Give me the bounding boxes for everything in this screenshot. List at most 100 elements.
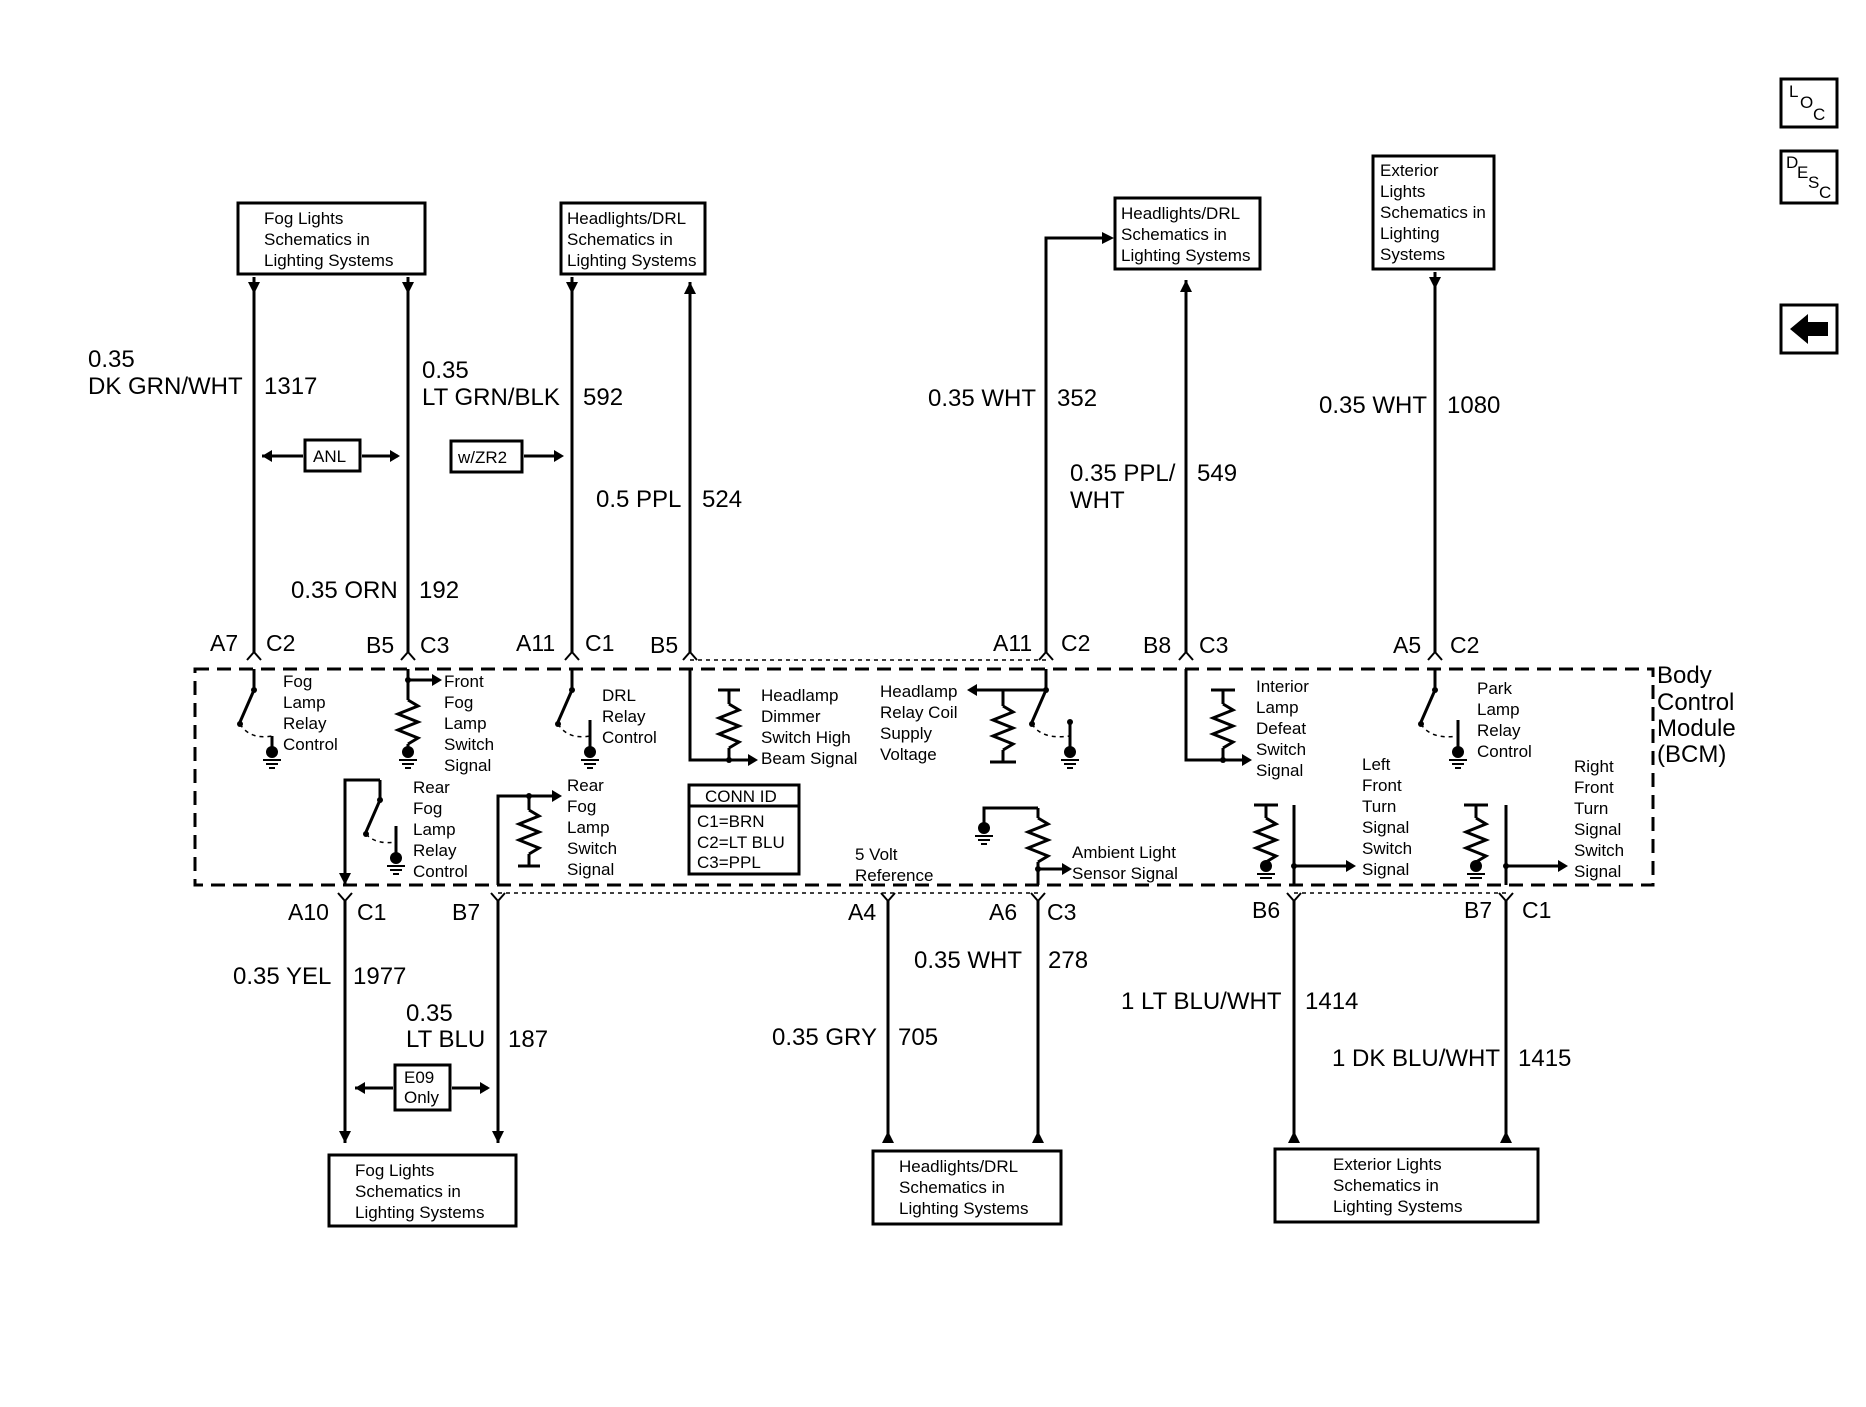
svg-text:w/ZR2: w/ZR2	[457, 448, 507, 467]
conn-id-table: CONN ID C1=BRN C2=LT BLU C3=PPL	[687, 783, 801, 876]
svg-text:Headlights/DRL: Headlights/DRL	[899, 1157, 1018, 1176]
svg-text:Only: Only	[404, 1088, 439, 1107]
top-ref-fog-lights[interactable]: Fog Lights Schematics in Lighting System…	[236, 201, 427, 276]
svg-text:1977: 1977	[353, 963, 406, 990]
wzr2-option: w/ZR2	[449, 439, 564, 474]
wire-192-label: 0.35 ORN 192	[291, 577, 459, 604]
svg-text:C2: C2	[1061, 630, 1090, 656]
loc-button[interactable]: L O C	[1779, 77, 1839, 129]
svg-text:1415: 1415	[1518, 1045, 1571, 1072]
svg-text:Fog: Fog	[283, 672, 312, 691]
svg-text:E09: E09	[404, 1068, 434, 1087]
svg-text:D: D	[1786, 153, 1798, 172]
top-connector-marks	[246, 650, 1443, 661]
top-pin-labels: A7 C2 B5 C3 A11 C1 B5 A11 C2 B8 C3 A5 C2	[210, 630, 1479, 658]
svg-text:Headlights/DRL: Headlights/DRL	[1121, 204, 1240, 223]
svg-text:Schematics in: Schematics in	[1333, 1176, 1439, 1195]
svg-text:Exterior Lights: Exterior Lights	[1333, 1155, 1442, 1174]
svg-text:E: E	[1797, 163, 1808, 182]
svg-text:Schematics in: Schematics in	[264, 230, 370, 249]
svg-text:C3: C3	[1047, 899, 1076, 925]
drl-relay-switch	[555, 669, 599, 769]
headlamp-dimmer-label: Headlamp Dimmer Switch High Beam Signal	[761, 686, 857, 768]
headlamp-relay-coil-circuit	[967, 669, 1079, 769]
svg-text:Switch: Switch	[1256, 740, 1306, 759]
anl-option: ANL	[262, 438, 400, 473]
svg-text:Headlamp: Headlamp	[880, 682, 958, 701]
svg-text:187: 187	[508, 1026, 548, 1053]
bcm-module-boundary	[193, 667, 1655, 887]
wire-705-label: 0.35 GRY 705	[772, 1024, 938, 1051]
svg-text:B7: B7	[1464, 897, 1492, 923]
svg-text:C3: C3	[1199, 632, 1228, 658]
svg-text:Relay: Relay	[413, 841, 457, 860]
svg-text:C1: C1	[357, 899, 386, 925]
svg-text:352: 352	[1057, 385, 1097, 412]
bottom-ref-fog-lights[interactable]: Fog Lights Schematics in Lighting System…	[327, 1153, 518, 1228]
svg-text:C2=LT BLU: C2=LT BLU	[697, 833, 785, 852]
svg-text:Signal: Signal	[1362, 818, 1409, 837]
svg-text:Front: Front	[444, 672, 484, 691]
svg-text:Rear: Rear	[413, 778, 450, 797]
svg-text:Turn: Turn	[1362, 797, 1396, 816]
wire-1317-label: 0.35 DK GRN/WHT 1317	[88, 346, 317, 400]
svg-text:Lighting Systems: Lighting Systems	[355, 1203, 484, 1222]
svg-text:Signal: Signal	[1574, 862, 1621, 881]
svg-text:LT GRN/BLK: LT GRN/BLK	[422, 384, 560, 411]
svg-text:LT BLU: LT BLU	[406, 1026, 485, 1053]
wire-524-label: 0.5 PPL 524	[596, 486, 742, 513]
svg-text:1080: 1080	[1447, 392, 1500, 419]
bottom-connector-marks	[337, 892, 1514, 903]
svg-text:Schematics in: Schematics in	[899, 1178, 1005, 1197]
top-ref-exterior-lights[interactable]: Exterior Lights Schematics in Lighting S…	[1371, 154, 1496, 271]
svg-text:Fog Lights: Fog Lights	[355, 1161, 434, 1180]
svg-text:C2: C2	[266, 630, 295, 656]
svg-text:B8: B8	[1143, 632, 1171, 658]
wire-1414-label: 1 LT BLU/WHT 1414	[1121, 988, 1358, 1015]
svg-text:Control: Control	[1477, 742, 1532, 761]
svg-text:Switch: Switch	[1362, 839, 1412, 858]
bottom-ref-exterior-lights[interactable]: Exterior Lights Schematics in Lighting S…	[1273, 1147, 1540, 1224]
back-button[interactable]	[1779, 303, 1839, 355]
svg-text:Right: Right	[1574, 757, 1614, 776]
fog-lamp-relay-label: Fog Lamp Relay Control	[283, 672, 338, 754]
svg-text:A10: A10	[288, 899, 329, 925]
ambient-light-sensor	[975, 806, 1072, 885]
svg-text:Control: Control	[413, 862, 468, 881]
svg-text:Fog: Fog	[444, 693, 473, 712]
desc-button[interactable]: D E S C	[1779, 149, 1839, 205]
svg-text:Lights: Lights	[1380, 182, 1425, 201]
e09-option: E09 Only	[355, 1063, 490, 1112]
svg-text:S: S	[1808, 173, 1819, 192]
svg-text:705: 705	[898, 1024, 938, 1051]
svg-text:L: L	[1789, 82, 1798, 101]
top-ref-headlights-drl-2[interactable]: Headlights/DRL Schematics in Lighting Sy…	[1113, 196, 1262, 271]
five-volt-reference-label: 5 Volt Reference	[855, 845, 933, 885]
interior-lamp-defeat-label: Interior Lamp Defeat Switch Signal	[1256, 677, 1309, 780]
wire-1977-label: 0.35 YEL 1977	[233, 963, 406, 990]
svg-text:Signal: Signal	[1574, 820, 1621, 839]
rear-fog-switch-label: Rear Fog Lamp Switch Signal	[567, 776, 617, 879]
svg-text:C3=PPL: C3=PPL	[697, 853, 761, 872]
svg-text:(BCM): (BCM)	[1657, 741, 1726, 768]
svg-text:192: 192	[419, 577, 459, 604]
rear-fog-relay-switch	[339, 778, 405, 885]
svg-text:Relay Coil: Relay Coil	[880, 703, 957, 722]
svg-text:C2: C2	[1450, 632, 1479, 658]
svg-text:Beam Signal: Beam Signal	[761, 749, 857, 768]
top-ref-headlights-drl-1[interactable]: Headlights/DRL Schematics in Lighting Sy…	[559, 201, 707, 276]
svg-text:Headlamp: Headlamp	[761, 686, 839, 705]
svg-text:Lighting Systems: Lighting Systems	[567, 251, 696, 270]
park-lamp-relay-label: Park Lamp Relay Control	[1477, 679, 1532, 761]
svg-text:Lamp: Lamp	[444, 714, 487, 733]
svg-text:Left: Left	[1362, 755, 1391, 774]
svg-text:C1: C1	[1522, 897, 1551, 923]
park-lamp-relay-switch	[1418, 669, 1467, 769]
svg-text:0.35 GRY: 0.35 GRY	[772, 1024, 877, 1051]
bottom-pin-labels: A10 C1 B7 A4 A6 C3 B6 B7 C1	[288, 897, 1551, 925]
svg-text:Control: Control	[283, 735, 338, 754]
bottom-ref-headlights-drl[interactable]: Headlights/DRL Schematics in Lighting Sy…	[871, 1149, 1063, 1226]
svg-text:1 LT BLU/WHT: 1 LT BLU/WHT	[1121, 988, 1282, 1015]
svg-text:5 Volt: 5 Volt	[855, 845, 898, 864]
